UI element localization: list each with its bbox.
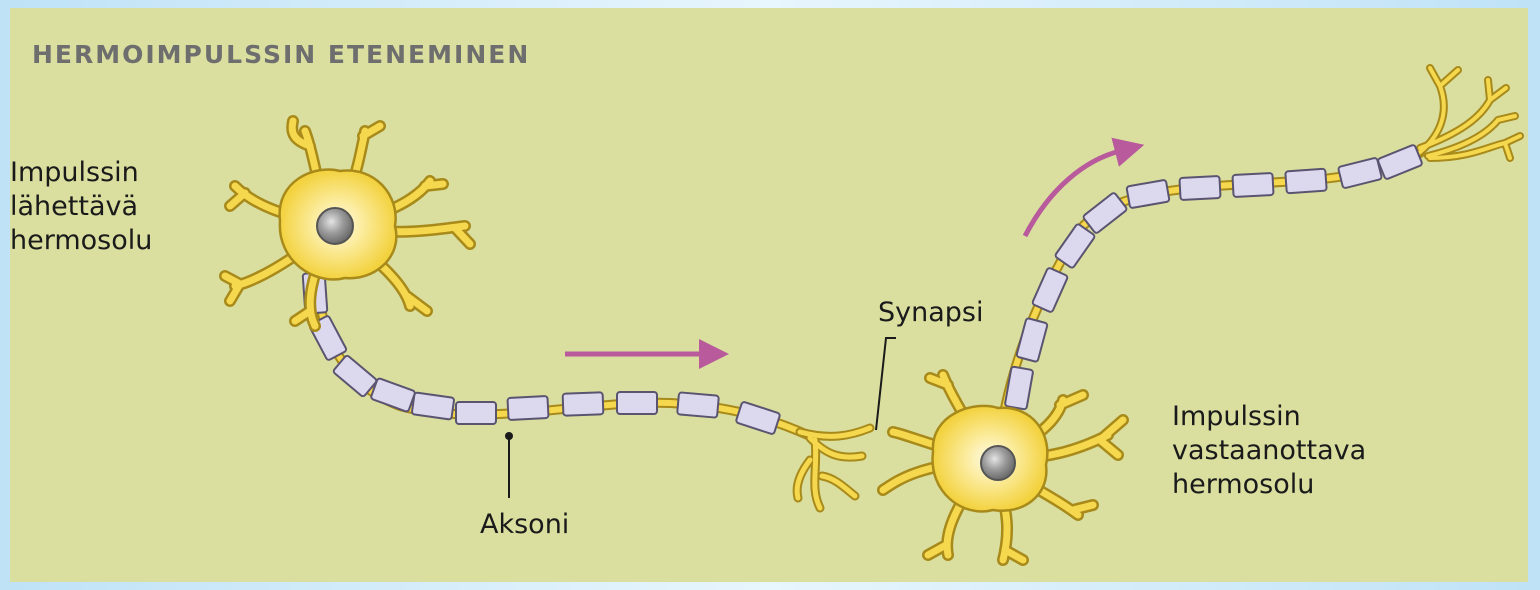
sending-neuron-icon [225,121,470,326]
myelin-sheath-segment [1179,176,1220,200]
synapse-leader-line [876,338,896,430]
receiving-neuron-label-line: Impulssin [1172,400,1366,434]
myelin-sheaths [303,144,1423,434]
myelin-sheath-segment [456,402,496,424]
myelin-sheath-segment [412,392,455,419]
axon-end-branches [1415,68,1520,158]
diagram-panel: HERMOIMPULSSIN ETENEMINEN Impulssin lähe… [10,8,1528,582]
sending-neuron-label: Impulssin lähettävä hermosolu [10,156,152,258]
nucleus-icon [981,446,1015,480]
myelin-sheath-segment [507,396,548,420]
axon-leader-dot [505,432,513,440]
sending-neuron-label-line: lähettävä [10,190,152,224]
myelin-sheath-segment [677,392,719,417]
diagram-title: HERMOIMPULSSIN ETENEMINEN [32,40,530,70]
myelin-sheath-segment [1338,157,1382,188]
myelin-sheath-segment [1232,173,1273,197]
myelin-sheath-segment [617,392,657,414]
myelin-sheath-segment [370,378,415,412]
sending-neuron-label-line: Impulssin [10,156,152,190]
receiving-neuron-label: Impulssin vastaanottava hermosolu [1172,400,1366,502]
myelin-sheath-segment [563,392,604,415]
myelin-sheath-segment [1377,144,1422,179]
receiving-neuron-label-line: vastaanottava [1172,434,1366,468]
myelin-sheath-segment [736,401,781,434]
axon-label: Aksoni [480,508,569,542]
myelin-sheath-segment [1126,180,1169,209]
nucleus-icon [317,208,353,244]
axon-terminal-branches [797,428,870,508]
myelin-sheath-segment [1016,318,1048,362]
sending-neuron-label-line: hermosolu [10,224,152,258]
myelin-sheath-segment [1285,169,1326,194]
myelin-sheath-segment [1032,267,1068,312]
receiving-neuron-label-line: hermosolu [1172,468,1366,502]
synapse-label: Synapsi [878,296,983,330]
